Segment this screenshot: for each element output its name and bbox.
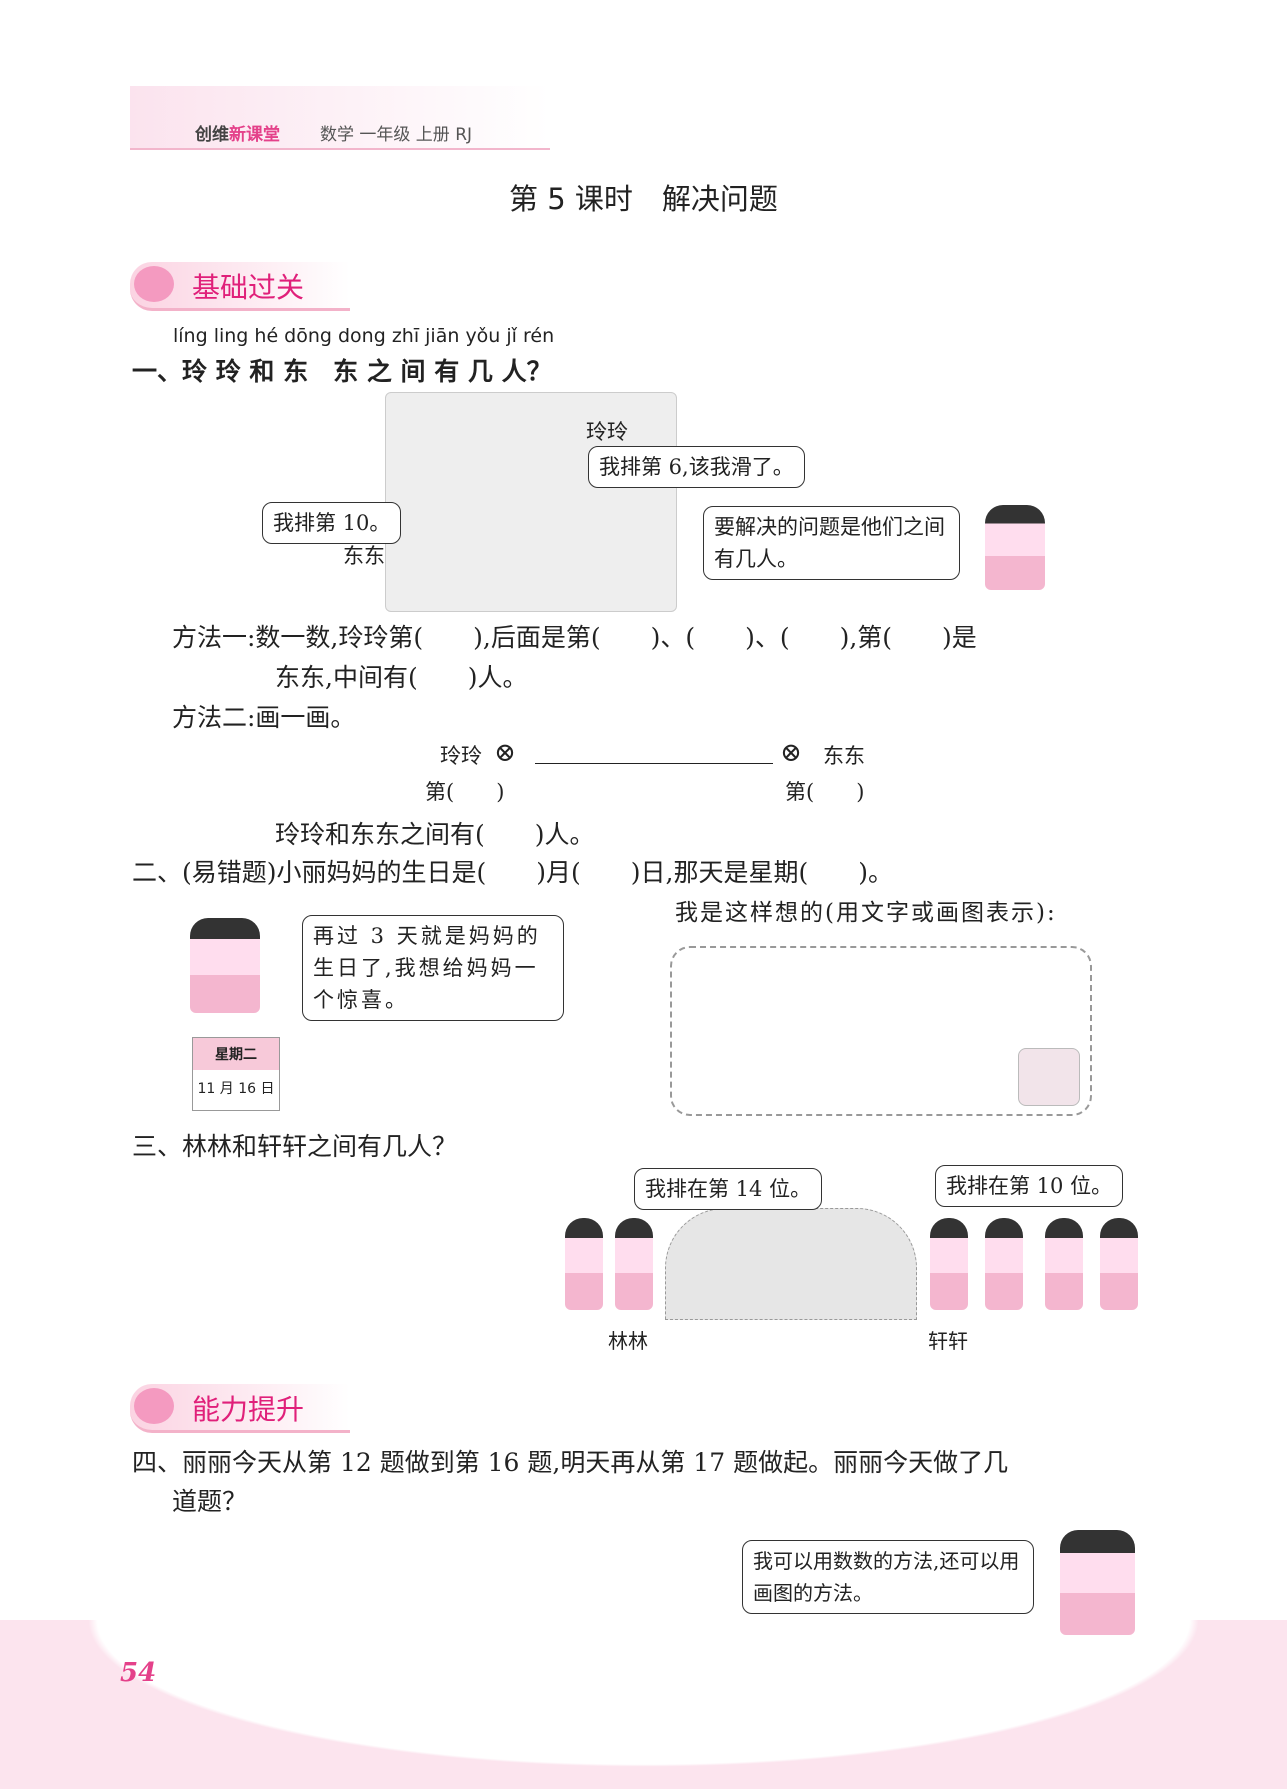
page-title: 第 5 课时 解决问题 bbox=[509, 182, 778, 216]
label-lingling: 玲玲 bbox=[586, 420, 628, 444]
book-subtitle: 数学 一年级 上册 RJ bbox=[320, 125, 473, 145]
section-title: 能力提升 bbox=[192, 1393, 305, 1426]
calendar: 星期二 11 月 16 日 bbox=[192, 1037, 280, 1111]
bubble-girl: 要解决的问题是他们之间有几人。 bbox=[703, 506, 960, 580]
slide-illustration bbox=[385, 392, 677, 612]
q1-answer: 玲玲和东东之间有( )人。 bbox=[275, 820, 595, 849]
ordinal-right[interactable]: 第( ) bbox=[785, 780, 865, 804]
draw-right-label: 东东 bbox=[823, 744, 865, 768]
calendar-day: 星期二 bbox=[193, 1038, 279, 1070]
child bbox=[1100, 1218, 1138, 1310]
crossed-circle-icon: ⊗ bbox=[494, 738, 516, 768]
child-xuanxuan bbox=[930, 1218, 968, 1310]
think-prompt: 我是这样想的(用文字或画图表示): bbox=[675, 900, 1057, 926]
q1-pinyin: líng ling hé dōng dong zhī jiān yǒu jǐ r… bbox=[173, 325, 555, 347]
child bbox=[1045, 1218, 1083, 1310]
girl-illustration bbox=[985, 505, 1045, 590]
brand-b: 新课堂 bbox=[229, 125, 280, 145]
crossed-circle-icon: ⊗ bbox=[780, 738, 802, 768]
q3-text: 三、林林和轩轩之间有几人？ bbox=[132, 1132, 458, 1161]
queue-illustration bbox=[560, 1198, 1140, 1320]
label-xuanxuan: 轩轩 bbox=[928, 1329, 968, 1353]
graduation-cap-icon bbox=[134, 266, 174, 302]
label-dongdong: 东东 bbox=[343, 544, 385, 568]
brand-a: 创维 bbox=[195, 125, 229, 145]
draw-left-label: 玲玲 bbox=[440, 744, 482, 768]
section-advanced: 能力提升 bbox=[130, 1384, 350, 1433]
section-title: 基础过关 bbox=[192, 271, 305, 304]
section-basic: 基础过关 bbox=[130, 262, 350, 311]
hidden-children-cloud bbox=[665, 1208, 917, 1320]
child-linlin bbox=[615, 1218, 653, 1310]
label-linlin: 林林 bbox=[608, 1329, 648, 1353]
header-banner bbox=[130, 86, 550, 150]
girl-illustration bbox=[190, 918, 260, 1013]
q4-line2: 道题？ bbox=[172, 1487, 248, 1516]
bubble-lingling: 我排第 6,该我滑了。 bbox=[588, 446, 805, 488]
method2: 方法二:画一画。 bbox=[172, 703, 356, 732]
page-number: 54 bbox=[120, 1658, 157, 1688]
bubble-xuanxuan: 我排在第 10 位。 bbox=[935, 1165, 1124, 1207]
bubble-linlin: 我排在第 14 位。 bbox=[634, 1168, 823, 1210]
bubble-dongdong: 我排第 10。 bbox=[262, 502, 402, 544]
calendar-date: 11 月 16 日 bbox=[197, 1081, 275, 1097]
brand: 创维新课堂 bbox=[195, 120, 280, 145]
q4-line1: 四、丽丽今天从第 12 题做到第 16 题,明天再从第 17 题做起。丽丽今天做… bbox=[132, 1448, 1009, 1477]
footer-wave bbox=[0, 1620, 1287, 1789]
child bbox=[985, 1218, 1023, 1310]
q1-text: 一、玲 玲 和 东 东 之 间 有 几 人？ bbox=[132, 357, 552, 386]
answer-line[interactable] bbox=[535, 763, 773, 764]
bubble-q4: 我可以用数数的方法,还可以用画图的方法。 bbox=[742, 1540, 1034, 1614]
answer-box[interactable] bbox=[670, 946, 1092, 1116]
method1-line1: 方法一:数一数,玲玲第( ),后面是第( )、( )、( ),第( )是 bbox=[172, 623, 977, 652]
child bbox=[565, 1218, 603, 1310]
method1-line2: 东东,中间有( )人。 bbox=[275, 663, 528, 692]
q2-text: 二、(易错题)小丽妈妈的生日是( )月( )日,那天是星期( )。 bbox=[132, 858, 893, 887]
cake-icon bbox=[1018, 1048, 1080, 1106]
bubble-q2: 再过 3 天就是妈妈的生日了,我想给妈妈一个惊喜。 bbox=[302, 915, 564, 1021]
girl-illustration bbox=[1060, 1530, 1135, 1635]
ordinal-left[interactable]: 第( ) bbox=[425, 780, 505, 804]
trophy-icon bbox=[134, 1388, 174, 1424]
